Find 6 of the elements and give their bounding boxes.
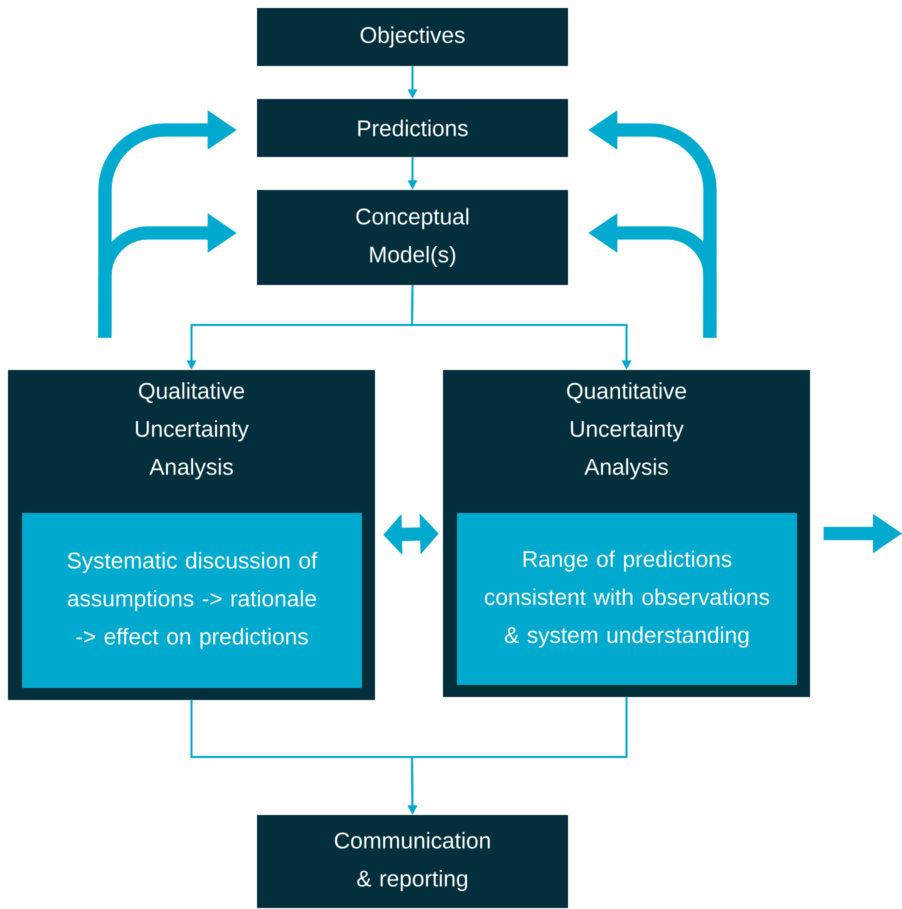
process-box: Conceptual Model(s): [257, 190, 568, 285]
detail-box: Range of predictions consistent with observations & system understanding: [457, 513, 797, 685]
process-box: Predictions: [257, 99, 568, 157]
process-box: Communication & reporting: [257, 815, 568, 908]
detail-box: Systematic discussion of assumptions -> rationale -> effect on predictions: [22, 513, 362, 688]
process-box: Objectives: [257, 8, 568, 66]
